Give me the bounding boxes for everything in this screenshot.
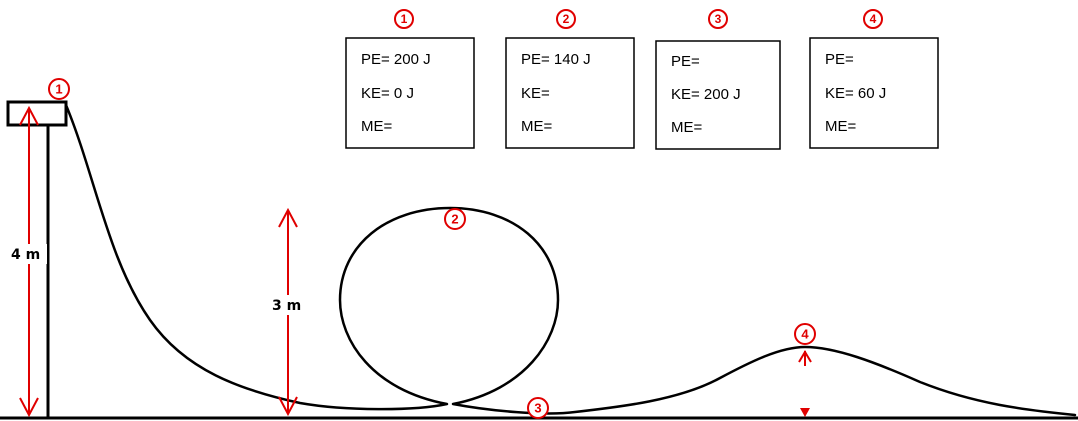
energy-panel-3: 3 PE= KE= 200 J ME= [655,9,781,150]
tower-arrow-top [19,105,39,126]
panel-4-me: ME= [825,118,857,135]
panel-3-pe: PE= [671,53,700,70]
marker-2-circle [444,208,466,230]
panel-2-number: 2 [563,12,570,26]
panel-3-ke: KE= 200 J [671,86,741,103]
tower-arrow-bottom [19,397,39,418]
panel-4-pe: PE= [825,51,854,68]
panel-1-ke: KE= 0 J [361,85,414,102]
panel-1-me: ME= [361,118,393,135]
loop-arrow-bottom [278,396,298,417]
panel-4-box [809,37,939,149]
marker-1: 1 [48,78,70,100]
marker-3: 3 [527,397,549,419]
marker-4-circle [794,323,816,345]
marker-1-label: 1 [55,82,62,97]
energy-panel-1: 1 PE= 200 J KE= 0 J ME= [345,9,475,149]
energy-panel-4: 4 PE= KE= 60 J ME= [809,9,939,149]
energy-panel-2: 2 PE= 140 J KE= ME= [505,9,635,149]
coaster-track [64,103,1077,417]
marker-3-label: 3 [534,401,541,416]
panel-2-ke: KE= [521,85,550,102]
panel-4-ke: KE= 60 J [825,85,886,102]
loop-height-label: 3 m [272,298,301,314]
tower-label-bg [9,244,47,264]
tower-height-label: 4 m [11,247,40,263]
hill-arrow-top [798,350,812,363]
marker-2: 2 [444,208,466,230]
marker-3-circle [527,397,549,419]
panel-2-pe: PE= 140 J [521,51,591,68]
panel-3-number: 3 [715,12,722,26]
marker-4: 4 [794,323,816,345]
panel-2-me: ME= [521,118,553,135]
panel-1-number-circle [394,9,414,29]
panel-3-me: ME= [671,119,703,136]
panel-3-box [655,40,781,150]
marker-2-label: 2 [451,212,458,227]
panel-1-box [345,37,475,149]
panel-3-number-circle [708,9,728,29]
panel-2-number-circle [556,9,576,29]
panel-1-pe: PE= 200 J [361,51,431,68]
loop-label-bg [270,295,308,315]
marker-1-circle [48,78,70,100]
panel-4-number-circle [863,9,883,29]
marker-4-label: 4 [801,327,809,342]
hill-arrow-bottom [800,408,810,417]
panel-2-box [505,37,635,149]
panel-4-number: 4 [870,12,877,26]
loop-arrow-top [278,207,298,228]
panel-1-number: 1 [401,12,408,26]
